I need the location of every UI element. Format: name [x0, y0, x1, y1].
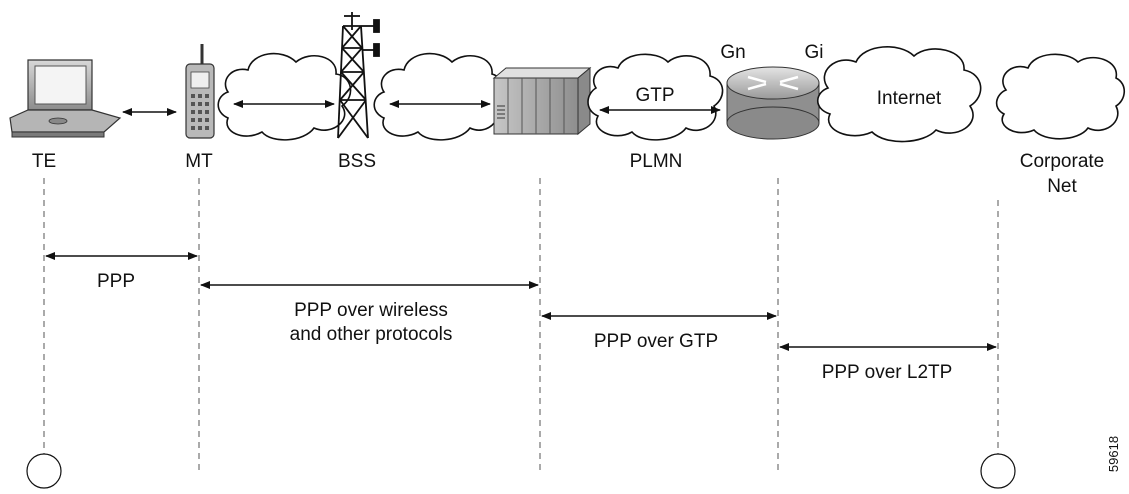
corporate-cloud	[995, 53, 1126, 140]
laptop-icon	[9, 59, 122, 138]
gtp-backbone-cloud	[587, 53, 724, 141]
figure-id: 59618	[1106, 436, 1121, 472]
te-label: TE	[32, 151, 56, 172]
gn-interface-label: Gn	[720, 42, 745, 63]
corporate-net-label-line1: Corporate	[1020, 151, 1105, 172]
ppp-label: PPP	[97, 271, 135, 292]
server-rack-icon	[492, 66, 592, 136]
cell-tower-icon	[337, 12, 380, 139]
corporate-net-label-line2: Net	[1047, 176, 1077, 197]
te-endpoint-circle	[26, 453, 62, 489]
gtp-label: GTP	[635, 85, 674, 106]
internet-cloud	[816, 46, 982, 143]
ppp-l2tp-label: PPP over L2TP	[822, 362, 953, 383]
gi-interface-label: Gi	[805, 42, 824, 63]
mt-label: MT	[185, 151, 213, 172]
internet-label: Internet	[877, 88, 942, 109]
ppp-gtp-label: PPP over GTP	[594, 331, 718, 352]
router-icon	[726, 66, 820, 140]
mobile-phone-icon	[185, 44, 215, 139]
ppp-wireless-label-line2: and other protocols	[290, 324, 453, 345]
ppp-wireless-label-line1: PPP over wireless	[294, 300, 448, 321]
bss-core-cloud	[373, 52, 505, 141]
bss-label: BSS	[338, 151, 376, 172]
plmn-label: PLMN	[630, 151, 683, 172]
corporate-endpoint-circle	[980, 453, 1016, 489]
radio-link-cloud	[217, 52, 352, 141]
